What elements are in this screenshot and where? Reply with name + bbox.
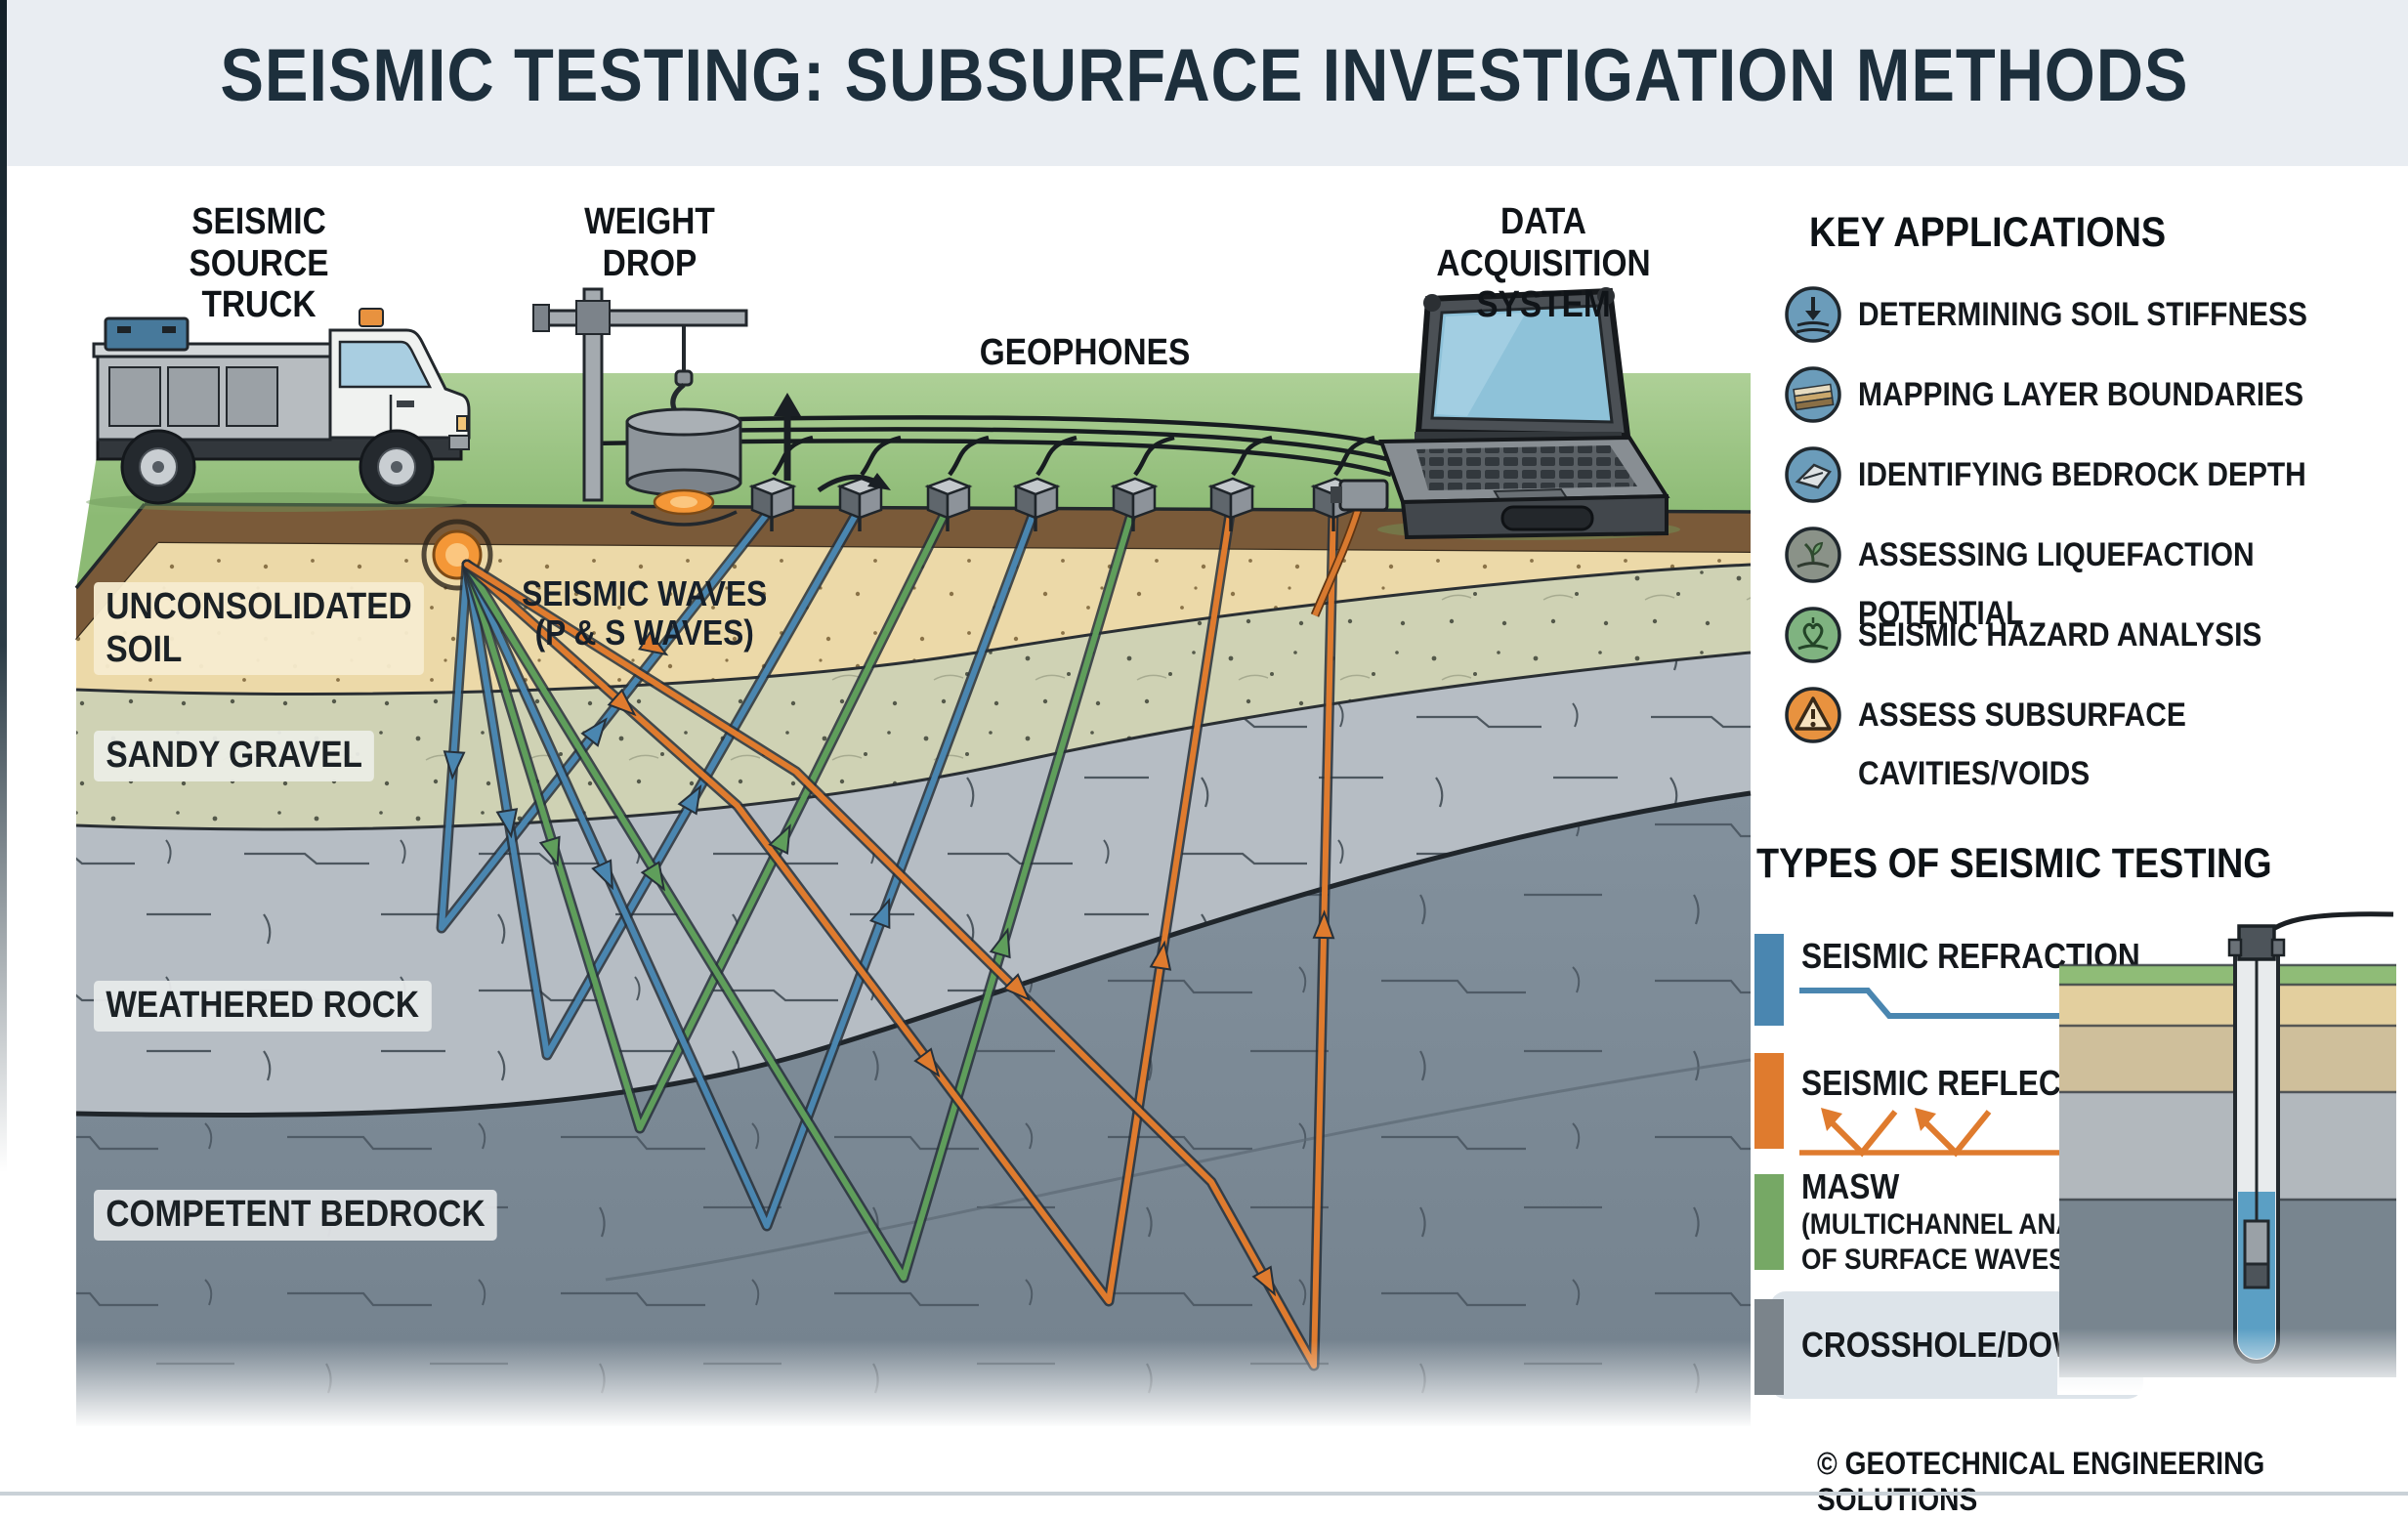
label-layer-weathered-rock: WEATHERED ROCK: [94, 981, 478, 1032]
truck-toolbox: [104, 316, 190, 352]
laptop-handle: [1500, 505, 1594, 531]
up-arrow-icon: [774, 393, 801, 481]
label-geophones: GEOPHONES: [979, 332, 1190, 373]
ray-green-2: [461, 502, 1139, 1284]
label-layer-unconsolidated-soil: UNCONSOLIDATED SOIL: [94, 582, 469, 676]
key-application-item: SEISMIC HAZARD ANALYSIS: [1784, 606, 2389, 664]
grass-surface: [76, 373, 1751, 588]
truck-wheels: [120, 429, 435, 505]
ray-blue-2: [461, 502, 866, 1061]
page-title: SEISMIC TESTING: SUBSURFACE INVESTIGATIO…: [220, 34, 2188, 117]
key-application-item: ASSESS SUBSURFACE CAVITIES/VOIDS: [1784, 686, 2389, 792]
cable-connector-box: [1310, 479, 1389, 617]
ray-green-1: [461, 502, 953, 1134]
swatch-crosshole: [1754, 1299, 1784, 1395]
layer-boundaries-icon: [1785, 366, 1841, 423]
cross-section-illustration: [68, 287, 1768, 1430]
header-band: [0, 0, 2408, 166]
key-application-item: MAPPING LAYER BOUNDARIES: [1784, 365, 2389, 424]
ray-orange-2: [461, 502, 1339, 1371]
copyright-notice: © GEOTECHNICAL ENGINEERING SOLUTIONS: [1817, 1446, 2265, 1517]
seismic-source-truck: [86, 308, 471, 512]
label-layer-competent-bedrock: COMPETENT BEDROCK: [94, 1190, 552, 1241]
key-application-item: DETERMINING SOIL STIFFNESS: [1784, 285, 2389, 344]
data-acquisition-laptop: [1377, 287, 1680, 540]
left-edge-strip: [0, 0, 7, 1172]
soil-stiffness-icon: [1785, 286, 1841, 343]
truck-window: [338, 340, 433, 389]
key-application-item: IDENTIFYING BEDROCK DEPTH: [1784, 445, 2389, 504]
borehole-strata: [2059, 963, 2396, 1377]
label-seismic-waves: SEISMIC WAVES (P & S WAVES): [522, 573, 768, 654]
label-weight-drop: WEIGHT DROP: [584, 201, 715, 284]
key-applications-heading: KEY APPLICATIONS: [1809, 209, 2167, 256]
label-masw: MASW: [1801, 1166, 1900, 1206]
label-seismic-source-truck: SEISMIC SOURCE TRUCK: [189, 201, 329, 326]
geophone-array: [748, 477, 1459, 533]
drop-weight: [625, 407, 742, 497]
label-layer-sandy-gravel: SANDY GRAVEL: [94, 731, 412, 781]
ray-arrowheads: [443, 630, 1335, 1297]
liquefaction-icon: [1785, 527, 1841, 583]
cavities-warning-icon: [1785, 687, 1841, 743]
bounce-arrow-icon: [817, 473, 891, 493]
key-application-item: ASSESSING LIQUEFACTION POTENTIAL: [1784, 526, 2389, 632]
label-data-acquisition-system: DATA ACQUISITION SYSTEM: [1436, 201, 1651, 326]
bedrock-depth-icon: [1785, 446, 1841, 503]
swatch-seismic-refraction: [1754, 934, 1784, 1026]
swatch-seismic-reflection: [1754, 1053, 1784, 1149]
geophone: [748, 477, 797, 531]
borehole-casing: [2227, 924, 2286, 1364]
ray-blue-3: [461, 502, 1041, 1232]
downhole-probe: [2243, 1219, 2270, 1266]
weight-drop-rig: [532, 287, 891, 527]
ray-orange-1: [461, 502, 1237, 1307]
types-heading: TYPES OF SEISMIC TESTING: [1756, 840, 2272, 887]
borehole-cable: [2257, 911, 2394, 944]
borehole-cap: [2237, 924, 2276, 961]
seismic-wave-rays: [436, 502, 1339, 1371]
bottom-rule: [0, 1492, 2408, 1496]
swatch-masw: [1754, 1174, 1784, 1270]
truck-beacon: [359, 308, 384, 327]
seismic-hazard-icon: [1785, 607, 1841, 663]
laptop-keyboard: [1416, 445, 1637, 490]
borehole-illustration: [2057, 911, 2399, 1395]
